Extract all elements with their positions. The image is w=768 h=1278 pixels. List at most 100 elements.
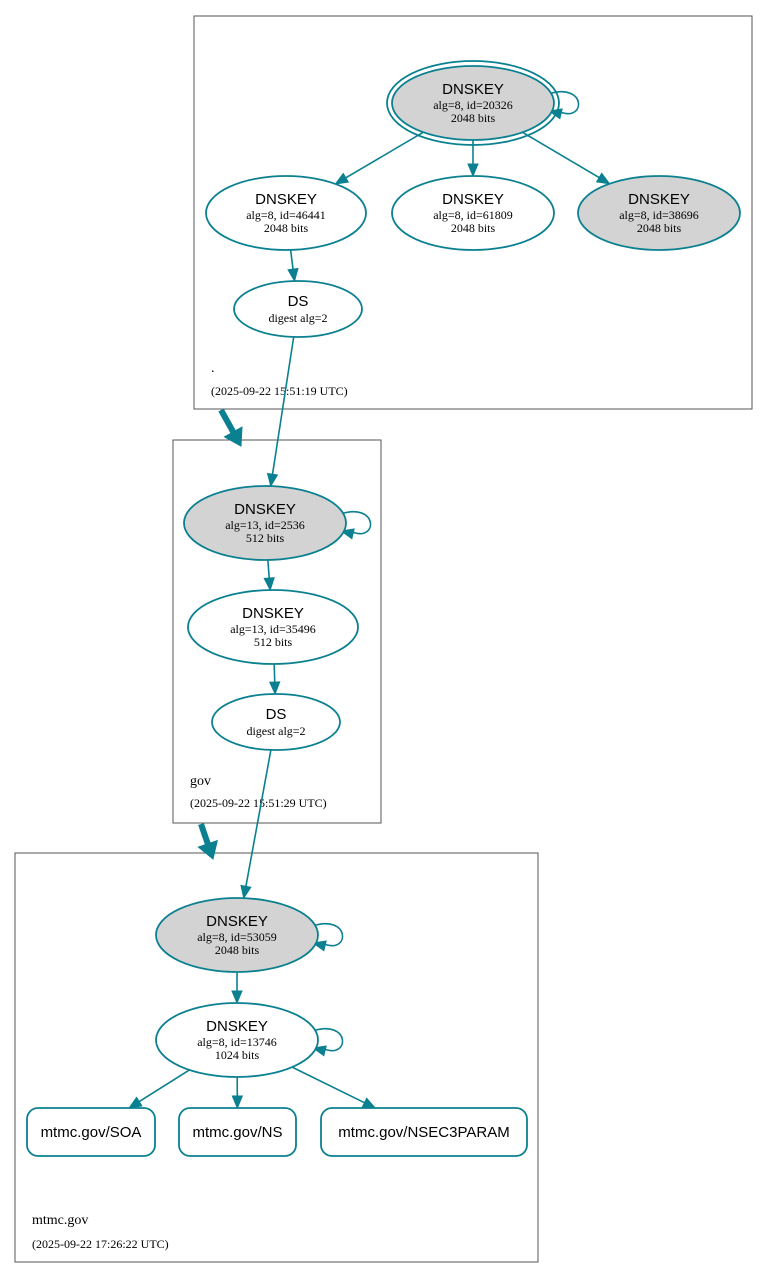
node-type-label: DNSKEY — [442, 191, 504, 208]
zone-mtmc: mtmc.gov (2025-09-22 17:26:22 UTC) — [14, 852, 539, 1263]
node-type-label: DNSKEY — [206, 1018, 268, 1035]
node-shape — [391, 175, 555, 251]
edge-line — [522, 131, 600, 179]
zone-name: gov — [190, 774, 211, 789]
node-bits-label: 1024 bits — [215, 1048, 260, 1062]
zone-root: . (2025-09-22 15:51:19 UTC) — [193, 15, 753, 410]
arrowhead — [287, 267, 299, 283]
node-type-label: DNSKEY — [442, 81, 504, 98]
arrowhead — [263, 577, 275, 592]
edge-gov_zsk-to-gov_ds — [268, 663, 281, 696]
trust-anchor-ring — [386, 60, 560, 146]
node-detail-label: alg=8, id=13746 — [197, 1035, 277, 1049]
edge-gov_ds-to-mtmc_ksk — [240, 749, 272, 900]
edge-line — [291, 1066, 365, 1104]
node-shape — [155, 1002, 319, 1078]
rrset-shape — [320, 1107, 528, 1157]
zone-border — [14, 852, 539, 1263]
node-detail-label: digest alg=2 — [246, 724, 305, 738]
node-shape — [391, 65, 555, 141]
rrset-shape — [178, 1107, 297, 1157]
edge-root_ksk-to-root_zsk2 — [467, 140, 479, 178]
edge-root_ksk-to-root_zsk1 — [334, 131, 424, 185]
edge-root_ds-to-gov_ksk — [266, 336, 295, 488]
node-shape — [155, 897, 319, 973]
node-detail-label: digest alg=2 — [268, 311, 327, 325]
node-shape — [577, 175, 741, 251]
node-type-label: DNSKEY — [206, 913, 268, 930]
self-loop-edge — [312, 923, 344, 947]
node-type-label: DS — [266, 706, 287, 723]
node-shape — [233, 280, 363, 338]
arrowhead — [240, 884, 252, 900]
zone-timestamp: (2025-09-22 17:26:22 UTC) — [32, 1237, 169, 1251]
edge-gov_ksk-to-gov_zsk — [263, 559, 275, 592]
arrowhead — [595, 172, 611, 185]
rrset-node-rr_ns[interactable]: mtmc.gov/NS — [178, 1107, 297, 1157]
rrset-node-rr_nsec3param[interactable]: mtmc.gov/NSEC3PARAM — [320, 1107, 528, 1157]
edge-line — [267, 559, 271, 579]
edge-line — [245, 749, 272, 887]
edge-root_zsk1-to-root_ds — [287, 249, 299, 283]
node-type-label: DNSKEY — [628, 191, 690, 208]
node-bits-label: 512 bits — [246, 531, 285, 545]
arrowhead — [266, 472, 279, 488]
arrowhead — [334, 172, 350, 185]
arrowhead — [268, 681, 281, 696]
delegation-root-to-gov — [218, 408, 243, 447]
rrset-label: mtmc.gov/NSEC3PARAM — [338, 1124, 509, 1141]
delegation-gov-to-mtmc — [197, 823, 218, 860]
node-bits-label: 2048 bits — [264, 221, 309, 235]
node-shape — [183, 485, 347, 561]
edge-mtmc_zsk-to-rr_ns — [231, 1076, 244, 1110]
node-detail-label: alg=8, id=46441 — [246, 208, 326, 222]
delegation-line — [198, 823, 211, 845]
self-loop-edge — [312, 1028, 344, 1052]
zone-name: mtmc.gov — [32, 1213, 88, 1228]
node-type-label: DNSKEY — [255, 191, 317, 208]
self-loop-edge — [548, 91, 580, 115]
node-bits-label: 2048 bits — [215, 943, 260, 957]
edge-line — [345, 131, 424, 179]
node-bits-label: 2048 bits — [451, 221, 496, 235]
zone-name: . — [211, 361, 215, 376]
edge-mtmc_ksk-to-mtmc_zsk — [231, 972, 243, 1005]
node-type-label: DS — [288, 293, 309, 310]
rrset-label: mtmc.gov/NS — [192, 1124, 282, 1141]
node-detail-label: alg=8, id=38696 — [619, 208, 699, 222]
arrowhead — [231, 1095, 244, 1110]
node-detail-label: alg=8, id=20326 — [433, 98, 513, 112]
node-detail-label: alg=8, id=61809 — [433, 208, 513, 222]
zone-timestamp: (2025-09-22 15:51:19 UTC) — [211, 384, 348, 398]
node-detail-label: alg=13, id=35496 — [230, 622, 316, 636]
self-loop-edge — [340, 511, 372, 535]
rrset-shape — [26, 1107, 156, 1157]
node-bits-label: 2048 bits — [637, 221, 682, 235]
rrset-node-rr_soa[interactable]: mtmc.gov/SOA — [26, 1107, 156, 1157]
node-shape — [205, 175, 367, 251]
node-detail-label: alg=13, id=2536 — [225, 518, 305, 532]
node-bits-label: 2048 bits — [451, 111, 496, 125]
edge-mtmc_zsk-to-rr_nsec3param — [291, 1066, 377, 1109]
arrowhead — [127, 1096, 143, 1109]
arrowhead — [467, 163, 479, 178]
arrowhead — [231, 990, 243, 1005]
edge-line — [273, 663, 276, 683]
zone-border — [193, 15, 753, 410]
node-bits-label: 512 bits — [254, 635, 293, 649]
edge-mtmc_zsk-to-rr_soa — [127, 1069, 190, 1109]
rrset-label: mtmc.gov/SOA — [41, 1124, 142, 1141]
node-shape — [211, 693, 341, 751]
node-detail-label: alg=8, id=53059 — [197, 930, 277, 944]
node-shape — [187, 589, 359, 665]
